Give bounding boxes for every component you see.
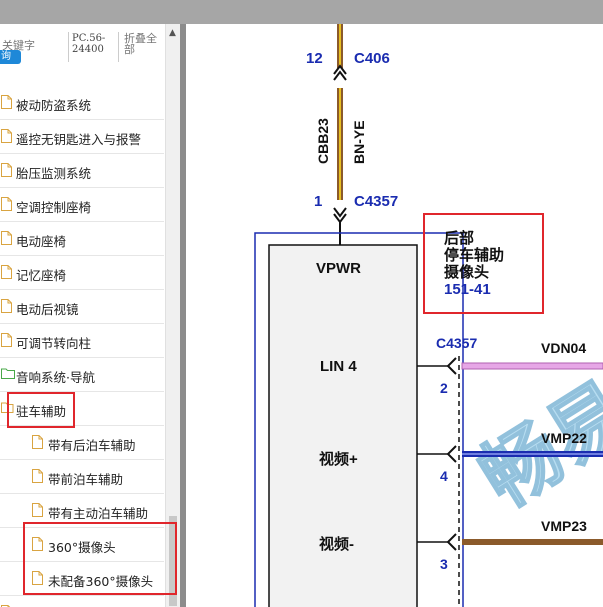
- header-divider: [118, 32, 119, 62]
- document-code: PC.56-24400: [72, 33, 106, 55]
- circuit-vdn04: VDN04: [541, 340, 587, 356]
- tree-item[interactable]: 记忆座椅: [0, 256, 164, 290]
- file-icon: [1, 299, 12, 313]
- file-icon: [1, 163, 12, 177]
- tree-item[interactable]: 电动后视镜: [0, 290, 164, 324]
- wire-color-label: BN-YE: [351, 120, 367, 164]
- tree-item-label: 记忆座椅: [16, 268, 67, 283]
- tree-item-label: 电动后视镜: [16, 302, 79, 317]
- tree-item[interactable]: 空调控制座椅: [0, 188, 164, 222]
- circuit-label: CBB23: [315, 118, 331, 164]
- file-icon: [32, 571, 43, 585]
- tree-item-label: 驻车辅助: [16, 404, 67, 419]
- tree-item-label: 音响系统·导航: [16, 370, 95, 385]
- file-icon: [32, 503, 43, 517]
- tree-item-label: 带有主动泊车辅助: [48, 506, 149, 521]
- file-icon: [1, 129, 12, 143]
- file-icon: [1, 95, 12, 109]
- tree-item[interactable]: 胎压监测系统: [0, 154, 164, 188]
- module-pin-vpwr: VPWR: [316, 260, 361, 277]
- tree-item-label: 360°摄像头: [48, 540, 116, 555]
- tree-item-label: 空调控制座椅: [16, 200, 92, 215]
- tree-list: 被动防盗系统遥控无钥匙进入与报警胎压监测系统空调控制座椅电动座椅记忆座椅电动后视…: [0, 86, 164, 607]
- keyword-search-field[interactable]: 关键字: [2, 39, 35, 52]
- tree-item-label: 遥控无钥匙进入与报警: [16, 132, 142, 147]
- highlight-box-module: [423, 213, 544, 314]
- circuit-vmp23: VMP23: [541, 518, 587, 534]
- wire-vdn04: [461, 362, 603, 370]
- highlight-box-camera-items: [23, 522, 177, 595]
- tree-item[interactable]: 音响系统·导航: [0, 358, 164, 392]
- connector-arrow: [333, 64, 347, 75]
- tree-item-label: 带前泊车辅助: [48, 472, 124, 487]
- tree-item-label: 胎压监测系统: [16, 166, 92, 181]
- scrollbar[interactable]: ▲: [165, 24, 180, 607]
- connector-label-bottom: C4357: [354, 193, 399, 210]
- file-icon: [1, 197, 12, 211]
- highlight-box-parking-assist: [7, 392, 75, 428]
- module-pin-lin4: LIN 4: [320, 358, 357, 375]
- pin-number-top: 12: [306, 50, 323, 67]
- tree-item-label: 可调节转向柱: [16, 336, 92, 351]
- side-connector-label: C4357: [436, 335, 478, 351]
- pin-number-video-minus: 3: [440, 556, 448, 572]
- file-icon: [32, 469, 43, 483]
- tree-item[interactable]: 电动座椅: [0, 222, 164, 256]
- header-divider: [68, 32, 69, 62]
- tree-item[interactable]: 带有主动泊车辅助: [0, 494, 164, 528]
- tree-item[interactable]: 音响系统·导航: [0, 596, 164, 607]
- file-icon: [32, 537, 43, 551]
- pin-number-lin4: 2: [440, 380, 448, 396]
- sidebar-header: 关键字 PC.56-24400 折叠全部 询: [0, 24, 164, 76]
- module-body: [268, 244, 418, 607]
- wire-vmp23: [462, 539, 603, 545]
- module-outline: [254, 232, 464, 607]
- circuit-vmp22: VMP22: [541, 430, 587, 446]
- file-icon: [32, 435, 43, 449]
- wiring-diagram-svg: 畅易: [254, 24, 603, 607]
- tree-item-label: 被动防盗系统: [16, 98, 92, 113]
- query-button[interactable]: 询: [0, 50, 21, 64]
- scroll-up-icon[interactable]: ▲: [169, 28, 176, 38]
- title-bar: [0, 0, 603, 24]
- tree-item-label: 带有后泊车辅助: [48, 438, 136, 453]
- connector-label-top: C406: [354, 50, 390, 67]
- scroll-thumb[interactable]: [169, 516, 177, 606]
- tree-item-label: 未配备360°摄像头: [48, 574, 154, 589]
- tree-item[interactable]: 可调节转向柱: [0, 324, 164, 358]
- tree-item[interactable]: 遥控无钥匙进入与报警: [0, 120, 164, 154]
- sidebar: 关键字 PC.56-24400 折叠全部 询 被动防盗系统遥控无钥匙进入与报警胎…: [0, 24, 180, 607]
- tree-item[interactable]: 360°摄像头: [0, 528, 164, 562]
- file-icon: [1, 265, 12, 279]
- module-pin-video-minus: 视频-: [319, 536, 354, 553]
- module-title: 后部 停车辅助 摄像头 151-41: [444, 229, 505, 299]
- pin-number-bottom: 1: [314, 193, 323, 210]
- file-icon: [1, 333, 12, 347]
- folder-icon: [1, 367, 15, 381]
- module-pin-video-plus: 视频+: [319, 451, 358, 468]
- tree-item[interactable]: 被动防盗系统: [0, 86, 164, 120]
- tree-item[interactable]: 带前泊车辅助: [0, 460, 164, 494]
- collapse-all-button[interactable]: 折叠全部: [124, 32, 157, 56]
- wiring-diagram: 畅易 12 C406 CBB23 BN-YE 1 C4357 VPWR: [186, 24, 603, 607]
- module-ref-link[interactable]: 151-41: [444, 281, 491, 298]
- panel-splitter[interactable]: [180, 24, 186, 607]
- tree-item-label: 电动座椅: [16, 234, 67, 249]
- file-icon: [1, 231, 12, 245]
- pin-number-video-plus: 4: [440, 468, 448, 484]
- tree-item[interactable]: 带有后泊车辅助: [0, 426, 164, 460]
- tree-item[interactable]: 未配备360°摄像头: [0, 562, 164, 596]
